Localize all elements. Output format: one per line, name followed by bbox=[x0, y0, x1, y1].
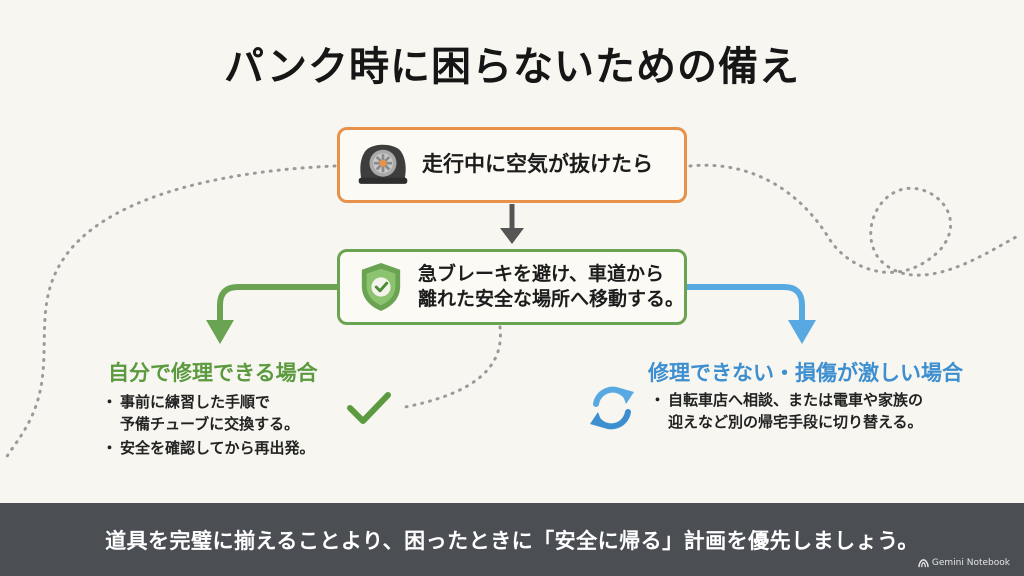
dotted-curve-left bbox=[3, 164, 337, 462]
step-air-loss-text: 走行中に空気が抜けたら bbox=[422, 152, 653, 177]
brand-mark: Gemini Notebook bbox=[918, 558, 1010, 568]
right-branch-arrow bbox=[687, 284, 816, 344]
self-repair-list: 事前に練習した手順で 予備チューブに交換する。 安全を確認してから再出発。 bbox=[102, 392, 344, 461]
down-arrow bbox=[500, 204, 524, 244]
brand-text: Gemini Notebook bbox=[931, 558, 1010, 568]
list-item: 安全を確認してから再出発。 bbox=[102, 438, 344, 460]
step-box-move-safe: 急ブレーキを避け、車道から 離れた安全な場所へ移動する。 bbox=[337, 249, 687, 325]
page-title: パンク時に困らないための備え bbox=[224, 44, 800, 90]
step-move-safe-text: 急ブレーキを避け、車道から 離れた安全な場所へ移動する。 bbox=[418, 262, 684, 312]
flat-tire-icon bbox=[358, 144, 408, 184]
checkmark-icon bbox=[347, 392, 391, 424]
cannot-repair-list: 自転車店へ相談、または電車や家族の 迎えなど別の帰宅手段に切り替える。 bbox=[650, 390, 982, 436]
branch-title-self-repair: 自分で修理できる場合 bbox=[108, 361, 318, 385]
notebook-logo-icon bbox=[918, 558, 929, 567]
dotted-curve-center bbox=[398, 325, 502, 410]
list-item-line: 事前に練習した手順で bbox=[120, 393, 271, 411]
list-item-line: 安全を確認してから再出発。 bbox=[120, 438, 315, 457]
list-item-line: 迎えなど別の帰宅手段に切り替える。 bbox=[668, 412, 923, 431]
list-item: 自転車店へ相談、または電車や家族の 迎えなど別の帰宅手段に切り替える。 bbox=[650, 390, 982, 434]
dotted-curve-right bbox=[688, 163, 1022, 277]
step-move-safe-line1: 急ブレーキを避け、車道から bbox=[418, 262, 665, 285]
list-item: 事前に練習した手順で 予備チューブに交換する。 bbox=[102, 392, 344, 436]
left-branch-arrow bbox=[206, 284, 337, 344]
list-item-line: 自転車店へ相談、または電車や家族の bbox=[668, 391, 924, 409]
refresh-cycle-icon bbox=[590, 386, 634, 430]
step-move-safe-line2: 離れた安全な場所へ移動する。 bbox=[418, 288, 685, 310]
footer-message: 道具を完璧に揃えることより、困ったときに「安全に帰る」計画を優先しましょう。 bbox=[105, 528, 919, 553]
branch-title-cannot-repair: 修理できない・損傷が激しい場合 bbox=[648, 361, 963, 385]
shield-check-icon bbox=[361, 263, 401, 311]
list-item-line: 予備チューブに交換する。 bbox=[120, 414, 300, 433]
step-box-air-loss: 走行中に空気が抜けたら bbox=[337, 127, 687, 203]
footer-banner: 道具を完璧に揃えることより、困ったときに「安全に帰る」計画を優先しましょう。 G… bbox=[0, 503, 1024, 576]
